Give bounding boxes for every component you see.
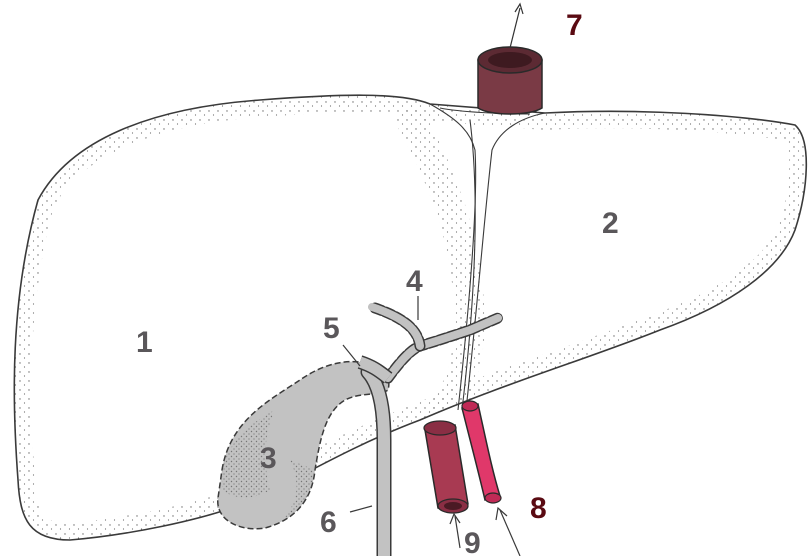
label-cystic-duct: 5 [323, 312, 340, 345]
hepatic-artery [462, 401, 501, 503]
label-left-lobe: 2 [602, 207, 619, 240]
label-hepatic-vein: 7 [566, 9, 583, 42]
label-hepatic-artery: 8 [530, 492, 547, 525]
hepatic-vein [478, 4, 542, 114]
label-hepatic-ducts: 4 [406, 265, 423, 298]
label-gallbladder: 3 [260, 442, 277, 475]
label-portal-vein: 9 [464, 527, 481, 556]
gallbladder [218, 362, 389, 529]
liver-shading [14, 95, 806, 540]
label-common-bile-duct: 6 [320, 506, 337, 539]
portal-vein [424, 421, 468, 513]
label-right-lobe: 1 [136, 326, 153, 359]
